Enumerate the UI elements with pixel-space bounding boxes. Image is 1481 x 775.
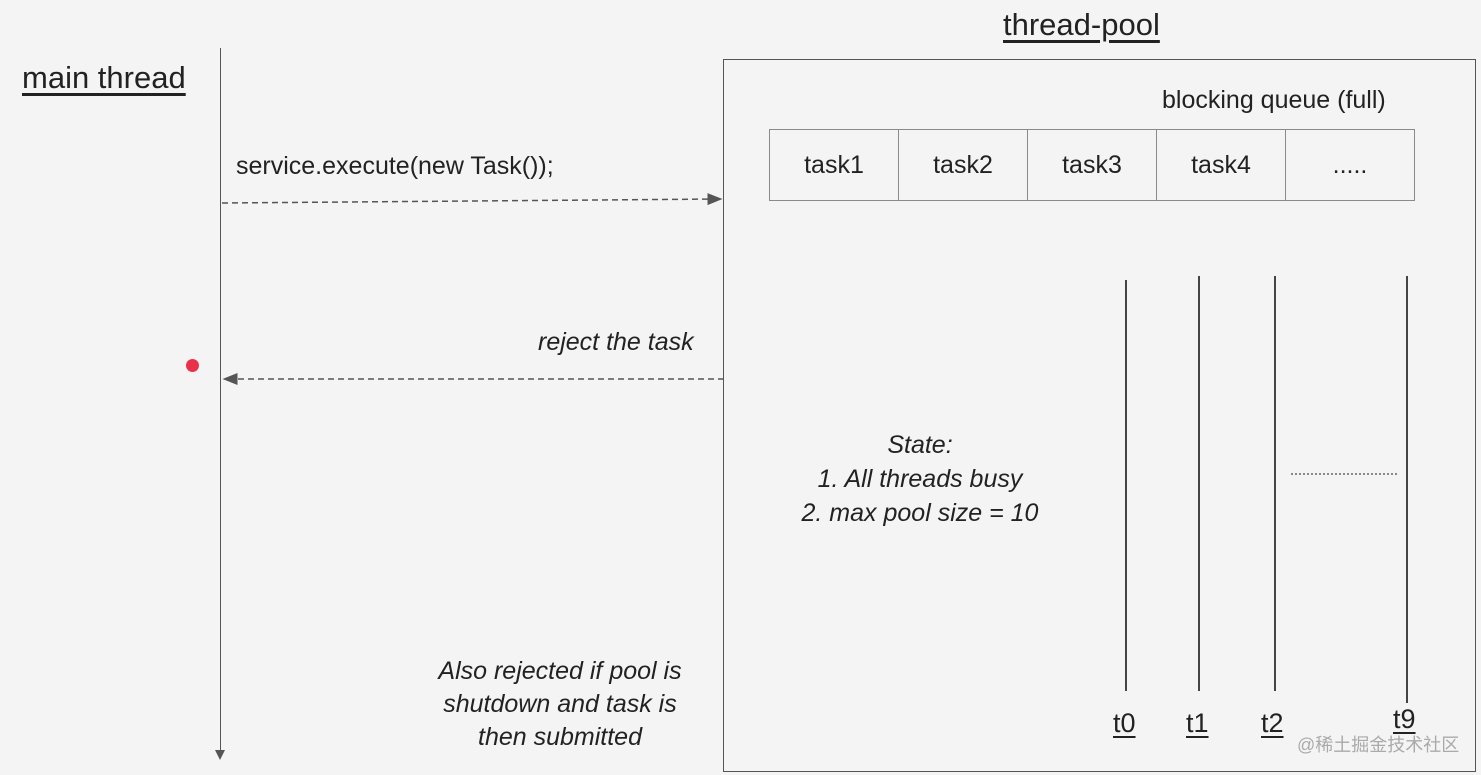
queue-cell: task2 (899, 130, 1028, 200)
thread-t9-lifeline (1406, 276, 1408, 703)
thread-label-t1: t1 (1186, 708, 1209, 738)
thread-t2-lifeline (1274, 276, 1276, 691)
main-thread-lifeline (220, 48, 221, 758)
blocking-queue: task1 task2 task3 task4 ..... (769, 129, 1415, 201)
pool-state-text: State: 1. All threads busy 2. max pool s… (760, 428, 1080, 530)
thread-pool-box (723, 59, 1476, 772)
state-line-2: 2. max pool size = 10 (801, 499, 1039, 527)
thread-label-t9: t9 (1393, 704, 1416, 734)
main-thread-lifeline-arrowhead (215, 750, 225, 760)
more-threads-dotted-line (1291, 473, 1397, 475)
state-heading: State: (887, 431, 953, 459)
queue-cell: task4 (1157, 130, 1286, 200)
queue-cell-ellipsis: ..... (1332, 150, 1368, 179)
thread-t0-lifeline (1125, 280, 1127, 691)
note-line-2: shutdown and task is (443, 690, 677, 718)
execute-call-label: service.execute(new Task()); (236, 152, 554, 180)
rejection-marker-dot (186, 359, 199, 372)
thread-t1-lifeline (1198, 276, 1200, 691)
thread-label-t2: t2 (1261, 708, 1284, 738)
state-line-1: 1. All threads busy (817, 465, 1023, 493)
queue-cell: task1 (770, 130, 899, 200)
watermark: @稀土掘金技术社区 (1297, 735, 1460, 755)
main-thread-title: main thread (22, 60, 186, 95)
reject-label: reject the task (538, 328, 694, 356)
rejection-note: Also rejected if pool is shutdown and ta… (400, 655, 720, 754)
note-line-3: then submitted (478, 723, 642, 751)
blocking-queue-label: blocking queue (full) (1162, 86, 1386, 114)
queue-cell: task3 (1028, 130, 1157, 200)
note-line-1: Also rejected if pool is (438, 657, 682, 685)
thread-pool-title: thread-pool (1003, 7, 1160, 42)
execute-arrow (221, 193, 723, 206)
thread-label-t0: t0 (1113, 708, 1136, 738)
